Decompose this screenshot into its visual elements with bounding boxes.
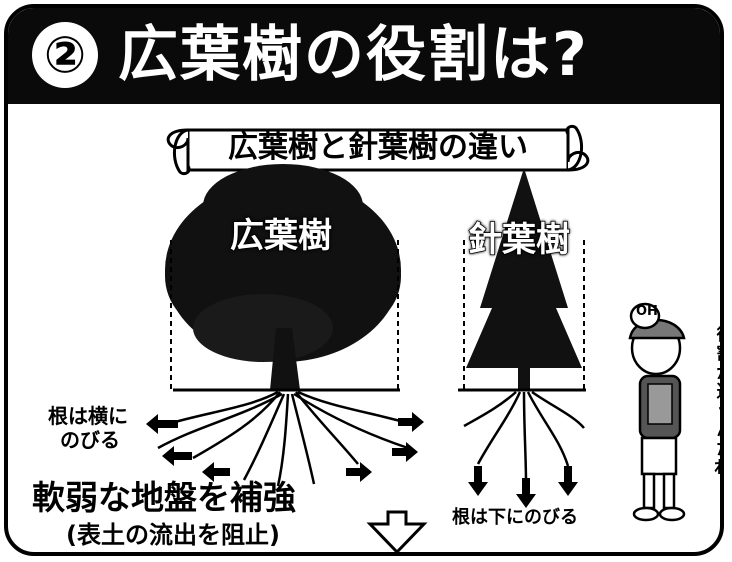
down-arrow-icon [366, 510, 428, 552]
character-side-text: 役割が違うんだね。 [714, 326, 720, 478]
broadleaf-root-note-line2: のびる [60, 428, 120, 452]
infographic-panel: ② 広葉樹の役割は? 広葉樹と針葉樹の違い [4, 4, 724, 556]
broadleaf-label: 広葉樹 [229, 215, 333, 257]
speech-oh: OH [636, 304, 658, 319]
broadleaf-root-note-line1: 根は横に [48, 404, 128, 428]
hiker-character-icon [628, 302, 686, 522]
bottom-sub-text: (表土の流出を阻止) [66, 521, 280, 549]
bottom-main-text: 軟弱な地盤を補強 [32, 478, 296, 517]
banner-title: 広葉樹と針葉樹の違い [228, 130, 528, 165]
trees-illustration [146, 164, 686, 552]
page-title: 広葉樹の役割は? [118, 20, 589, 90]
banner-scroll: 広葉樹と針葉樹の違い [158, 120, 598, 176]
header-bar: ② 広葉樹の役割は? [8, 8, 720, 104]
broadleaf-tree-icon [157, 164, 409, 487]
side-text-vertical: 役割が違うんだね。 [714, 326, 720, 478]
conifer-label: 針葉樹 [467, 219, 571, 261]
section-number: ② [32, 22, 98, 88]
conifer-root-note: 根は下にのびる [452, 507, 578, 528]
scroll-banner-icon [166, 124, 590, 176]
conifer-tree-icon [458, 168, 586, 483]
